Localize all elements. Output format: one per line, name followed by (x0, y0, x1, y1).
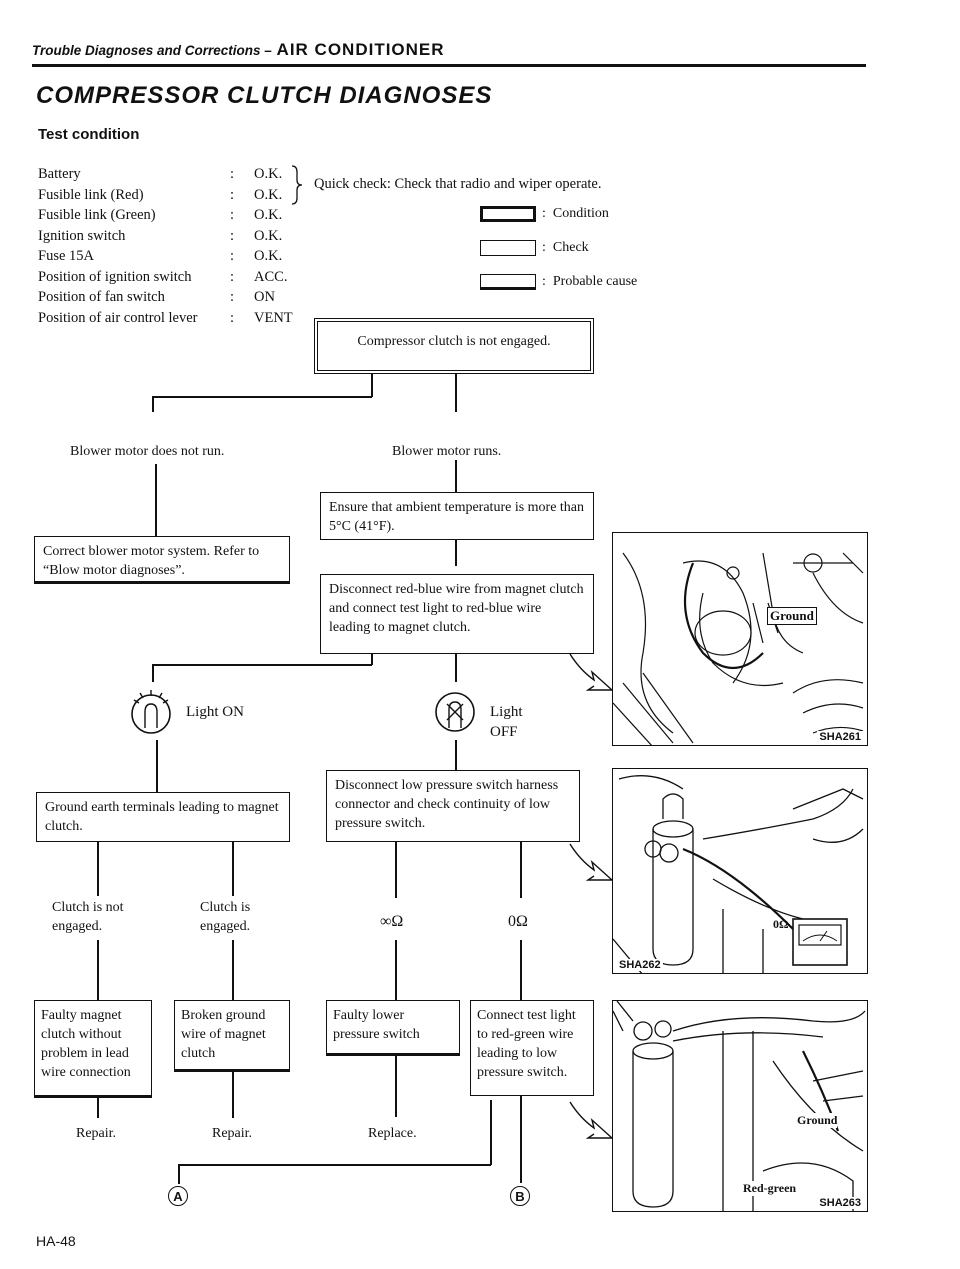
broken-ground-box: Broken ground wire of magnet clutch (174, 1000, 290, 1072)
conditions-labels: Battery Fusible link (Red) Fusible link … (38, 164, 228, 328)
infinite-ohm-label: ∞Ω (380, 913, 404, 930)
condition-value: O.K. (254, 248, 283, 264)
connector-b-icon: B (510, 1186, 530, 1206)
condition-label: Ignition switch (38, 227, 126, 244)
condition-label: Fusible link (Green) (38, 207, 156, 223)
ground-callout: Ground (797, 1113, 838, 1128)
photo-sha262: 0Ω SHA262 (612, 768, 868, 974)
faulty-magnet-box: Faulty magnet clutch without problem in … (34, 1000, 152, 1098)
pointer-arrow-2 (569, 843, 614, 881)
disconnect-lowp-box: Disconnect low pressure switch harness c… (326, 770, 580, 842)
pointer-arrow-3 (569, 1101, 614, 1139)
condition-value: VENT (254, 309, 293, 326)
photo-sha261: Ground SHA261 (612, 532, 868, 746)
connector-a-icon: A (168, 1186, 188, 1206)
section-header: Trouble Diagnoses and Corrections – AIR … (32, 40, 445, 60)
section-header-title: AIR CONDITIONER (276, 40, 445, 59)
condition-label: Position of ignition switch (38, 268, 192, 285)
section-header-italic: Trouble Diagnoses and Corrections – (32, 43, 272, 58)
quick-check-note: Quick check: Check that radio and wiper … (314, 176, 602, 192)
start-condition-box: Compressor clutch is not engaged. (314, 318, 594, 374)
legend-check-box (480, 240, 536, 256)
faulty-lowp-box: Faulty lower pressure switch (326, 1000, 460, 1056)
condition-value: O.K. (254, 186, 283, 203)
clutch-engaged-label: Clutch is engaged. (200, 900, 251, 934)
condition-label: Fuse 15A (38, 248, 94, 264)
page-number: HA-48 (36, 1233, 76, 1249)
zero-ohm-callout: 0Ω (773, 917, 789, 931)
condition-value: O.K. (254, 227, 283, 244)
photo-code: SHA261 (817, 731, 863, 743)
photo-code: SHA262 (617, 959, 663, 971)
header-rule (32, 64, 866, 67)
photo-sha263: Ground Red-green SHA263 (612, 1000, 868, 1212)
legend-check: : Check (542, 240, 589, 255)
photo-code: SHA263 (817, 1197, 863, 1209)
repair-label-2: Repair. (212, 1126, 253, 1141)
light-on-icon (131, 690, 171, 734)
legend-condition: : Condition (542, 206, 609, 221)
condition-value: ON (254, 289, 275, 305)
condition-label: Position of fan switch (38, 289, 165, 305)
ambient-check-box: Ensure that ambient temperature is more … (320, 492, 594, 540)
quick-check-brace (291, 165, 303, 205)
clutch-not-engaged-label: Clutch is not engaged. (52, 900, 124, 934)
ground-callout: Ground (767, 607, 817, 625)
pointer-arrow-1 (569, 653, 614, 691)
low-pressure-switch-illustration (613, 1001, 866, 1211)
condition-value: O.K. (254, 166, 283, 182)
light-off-icon (435, 692, 475, 732)
engine-bay-illustration (613, 552, 864, 745)
condition-value: ACC. (254, 268, 288, 285)
ground-earth-box: Ground earth terminals leading to magnet… (36, 792, 290, 842)
conditions-values: O.K. O.K. O.K. O.K. O.K. ACC. ON VENT (254, 164, 314, 328)
light-on-label: Light ON (186, 704, 244, 720)
zero-ohm-label: 0Ω (508, 913, 528, 930)
receiver-drier-illustration (613, 775, 864, 973)
repair-label-1: Repair. (76, 1126, 117, 1141)
test-condition-heading: Test condition (38, 126, 140, 143)
condition-label: Battery (38, 166, 81, 182)
legend-probable-cause: : Probable cause (542, 274, 638, 289)
disconnect-redblue-box: Disconnect red-blue wire from magnet clu… (320, 574, 594, 654)
condition-label: Position of air control lever (38, 309, 198, 326)
condition-label: Fusible link (Red) (38, 186, 144, 203)
page-title: COMPRESSOR CLUTCH DIAGNOSES (36, 82, 493, 109)
connect-test-light-box: Connect test light to red-green wire lea… (470, 1000, 594, 1096)
red-green-callout: Red-green (743, 1181, 797, 1196)
conditions-colons: :::::::: (230, 166, 235, 326)
blower-not-run-label: Blower motor does not run. (70, 444, 225, 459)
blower-runs-label: Blower motor runs. (392, 444, 502, 459)
legend-probable-cause-box (480, 274, 536, 290)
replace-label: Replace. (368, 1126, 417, 1141)
light-off-label: Light OFF (490, 704, 523, 740)
correct-blower-box: Correct blower motor system. Refer to “B… (34, 536, 290, 584)
legend-condition-box (480, 206, 536, 222)
condition-value: O.K. (254, 207, 283, 223)
